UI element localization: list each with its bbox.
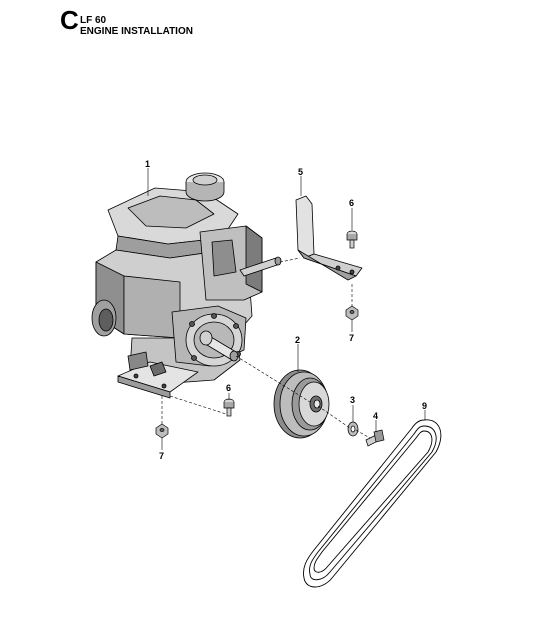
callout-7-upper: 7 — [349, 333, 354, 343]
pulley — [273, 369, 330, 439]
engine-assembly — [91, 172, 282, 399]
page-title: ENGINE INSTALLATION — [80, 26, 193, 37]
bolt-6-upper — [346, 230, 358, 249]
bracket — [295, 195, 363, 281]
callout-6-upper: 6 — [349, 198, 354, 208]
callout-3: 3 — [350, 395, 355, 405]
leader-lines — [147, 168, 426, 450]
bolt-4 — [365, 429, 385, 447]
v-belt — [303, 419, 442, 588]
bolt-6-lower — [223, 398, 235, 417]
model-label: LF 60 — [80, 15, 107, 26]
callout-4: 4 — [373, 411, 378, 421]
nut-7-upper — [345, 305, 359, 321]
callout-5: 5 — [298, 167, 303, 177]
washer — [347, 421, 359, 437]
callout-7-lower: 7 — [159, 451, 164, 461]
section-letter: C — [60, 5, 79, 35]
callout-1: 1 — [145, 159, 150, 169]
callout-2: 2 — [295, 335, 300, 345]
callout-6-lower: 6 — [226, 383, 231, 393]
nut-7-lower — [155, 423, 169, 439]
callout-9: 9 — [422, 401, 427, 411]
